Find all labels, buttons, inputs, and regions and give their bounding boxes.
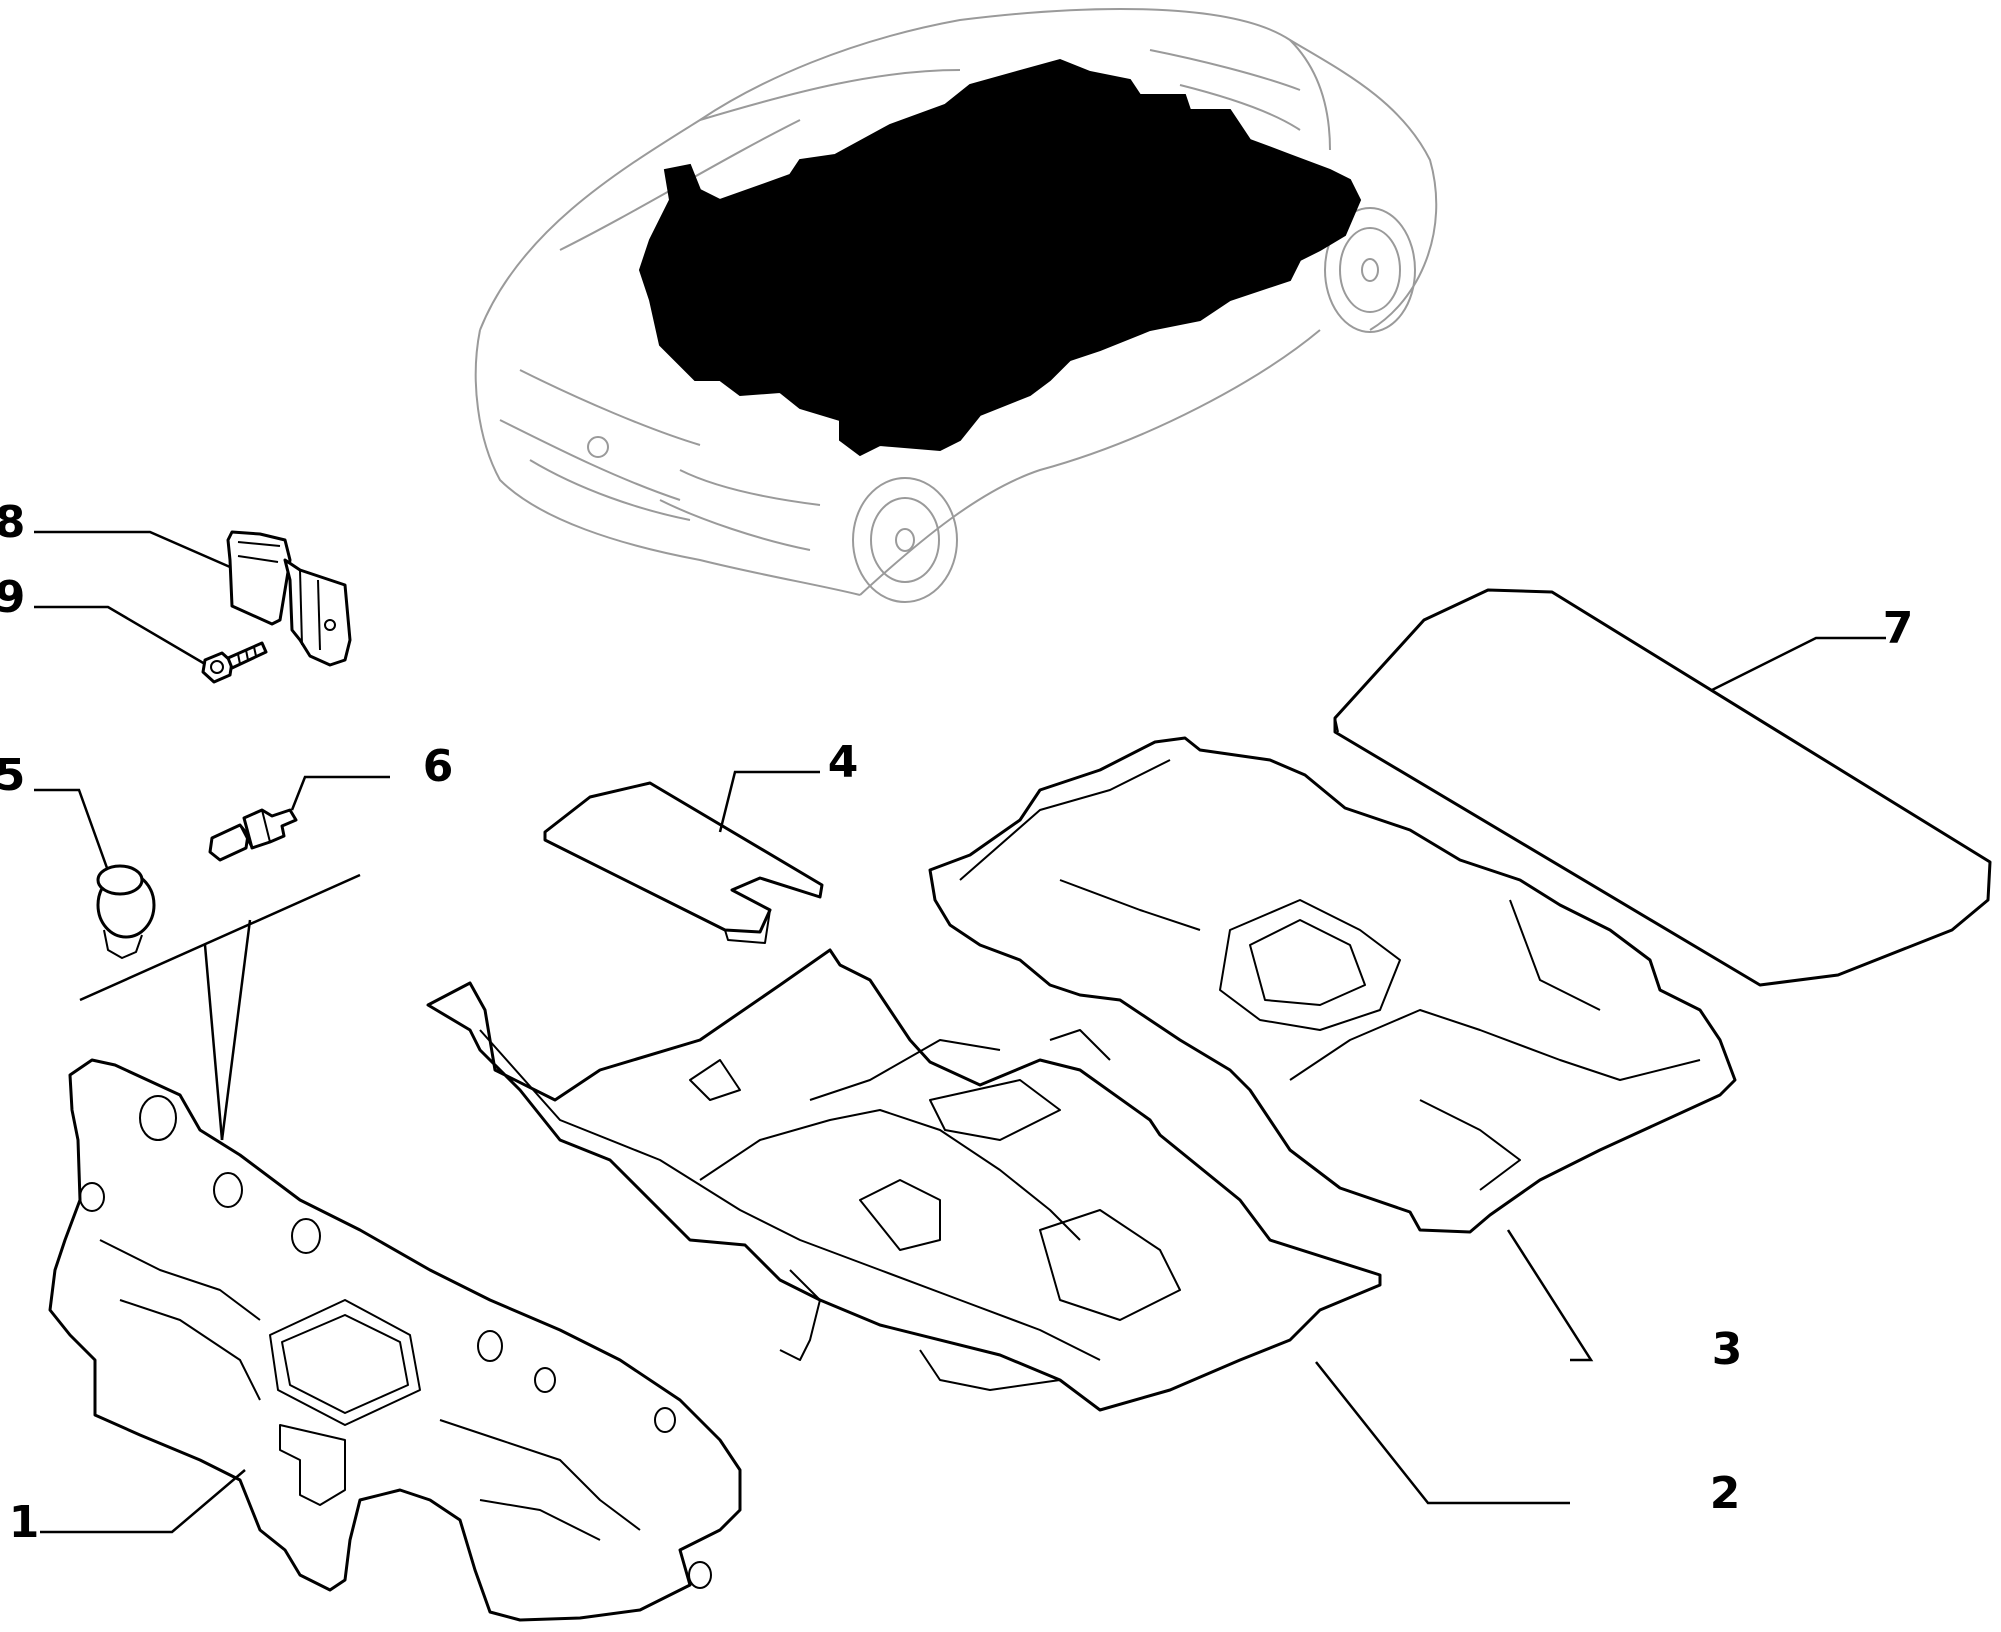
leader-lines xyxy=(34,530,1886,1534)
callout-2: 2 xyxy=(1710,1468,1741,1519)
callout-8: 8 xyxy=(0,497,25,548)
part-5-grommet xyxy=(96,864,156,959)
part-8-bracket xyxy=(226,530,352,667)
part-2-front-carpet xyxy=(426,948,1382,1412)
callout-6: 6 xyxy=(423,741,454,792)
part-7-rear-mat xyxy=(1333,588,1992,987)
callout-5: 5 xyxy=(0,750,25,801)
highlighted-floor-carpet xyxy=(638,58,1362,457)
part-1-dash-insulator xyxy=(48,1058,742,1622)
part-6-push-pin xyxy=(208,808,298,862)
callout-3: 3 xyxy=(1712,1324,1743,1375)
callout-9: 9 xyxy=(0,572,25,623)
callout-7: 7 xyxy=(1883,603,1914,654)
part-4-pad xyxy=(543,781,824,944)
callout-1: 1 xyxy=(9,1497,40,1548)
part-3-rear-carpet xyxy=(928,736,1737,1234)
part-9-bolt xyxy=(201,641,268,684)
callout-4: 4 xyxy=(828,737,859,788)
callout-labels: 1 2 3 4 5 6 7 8 9 xyxy=(0,497,1913,1548)
